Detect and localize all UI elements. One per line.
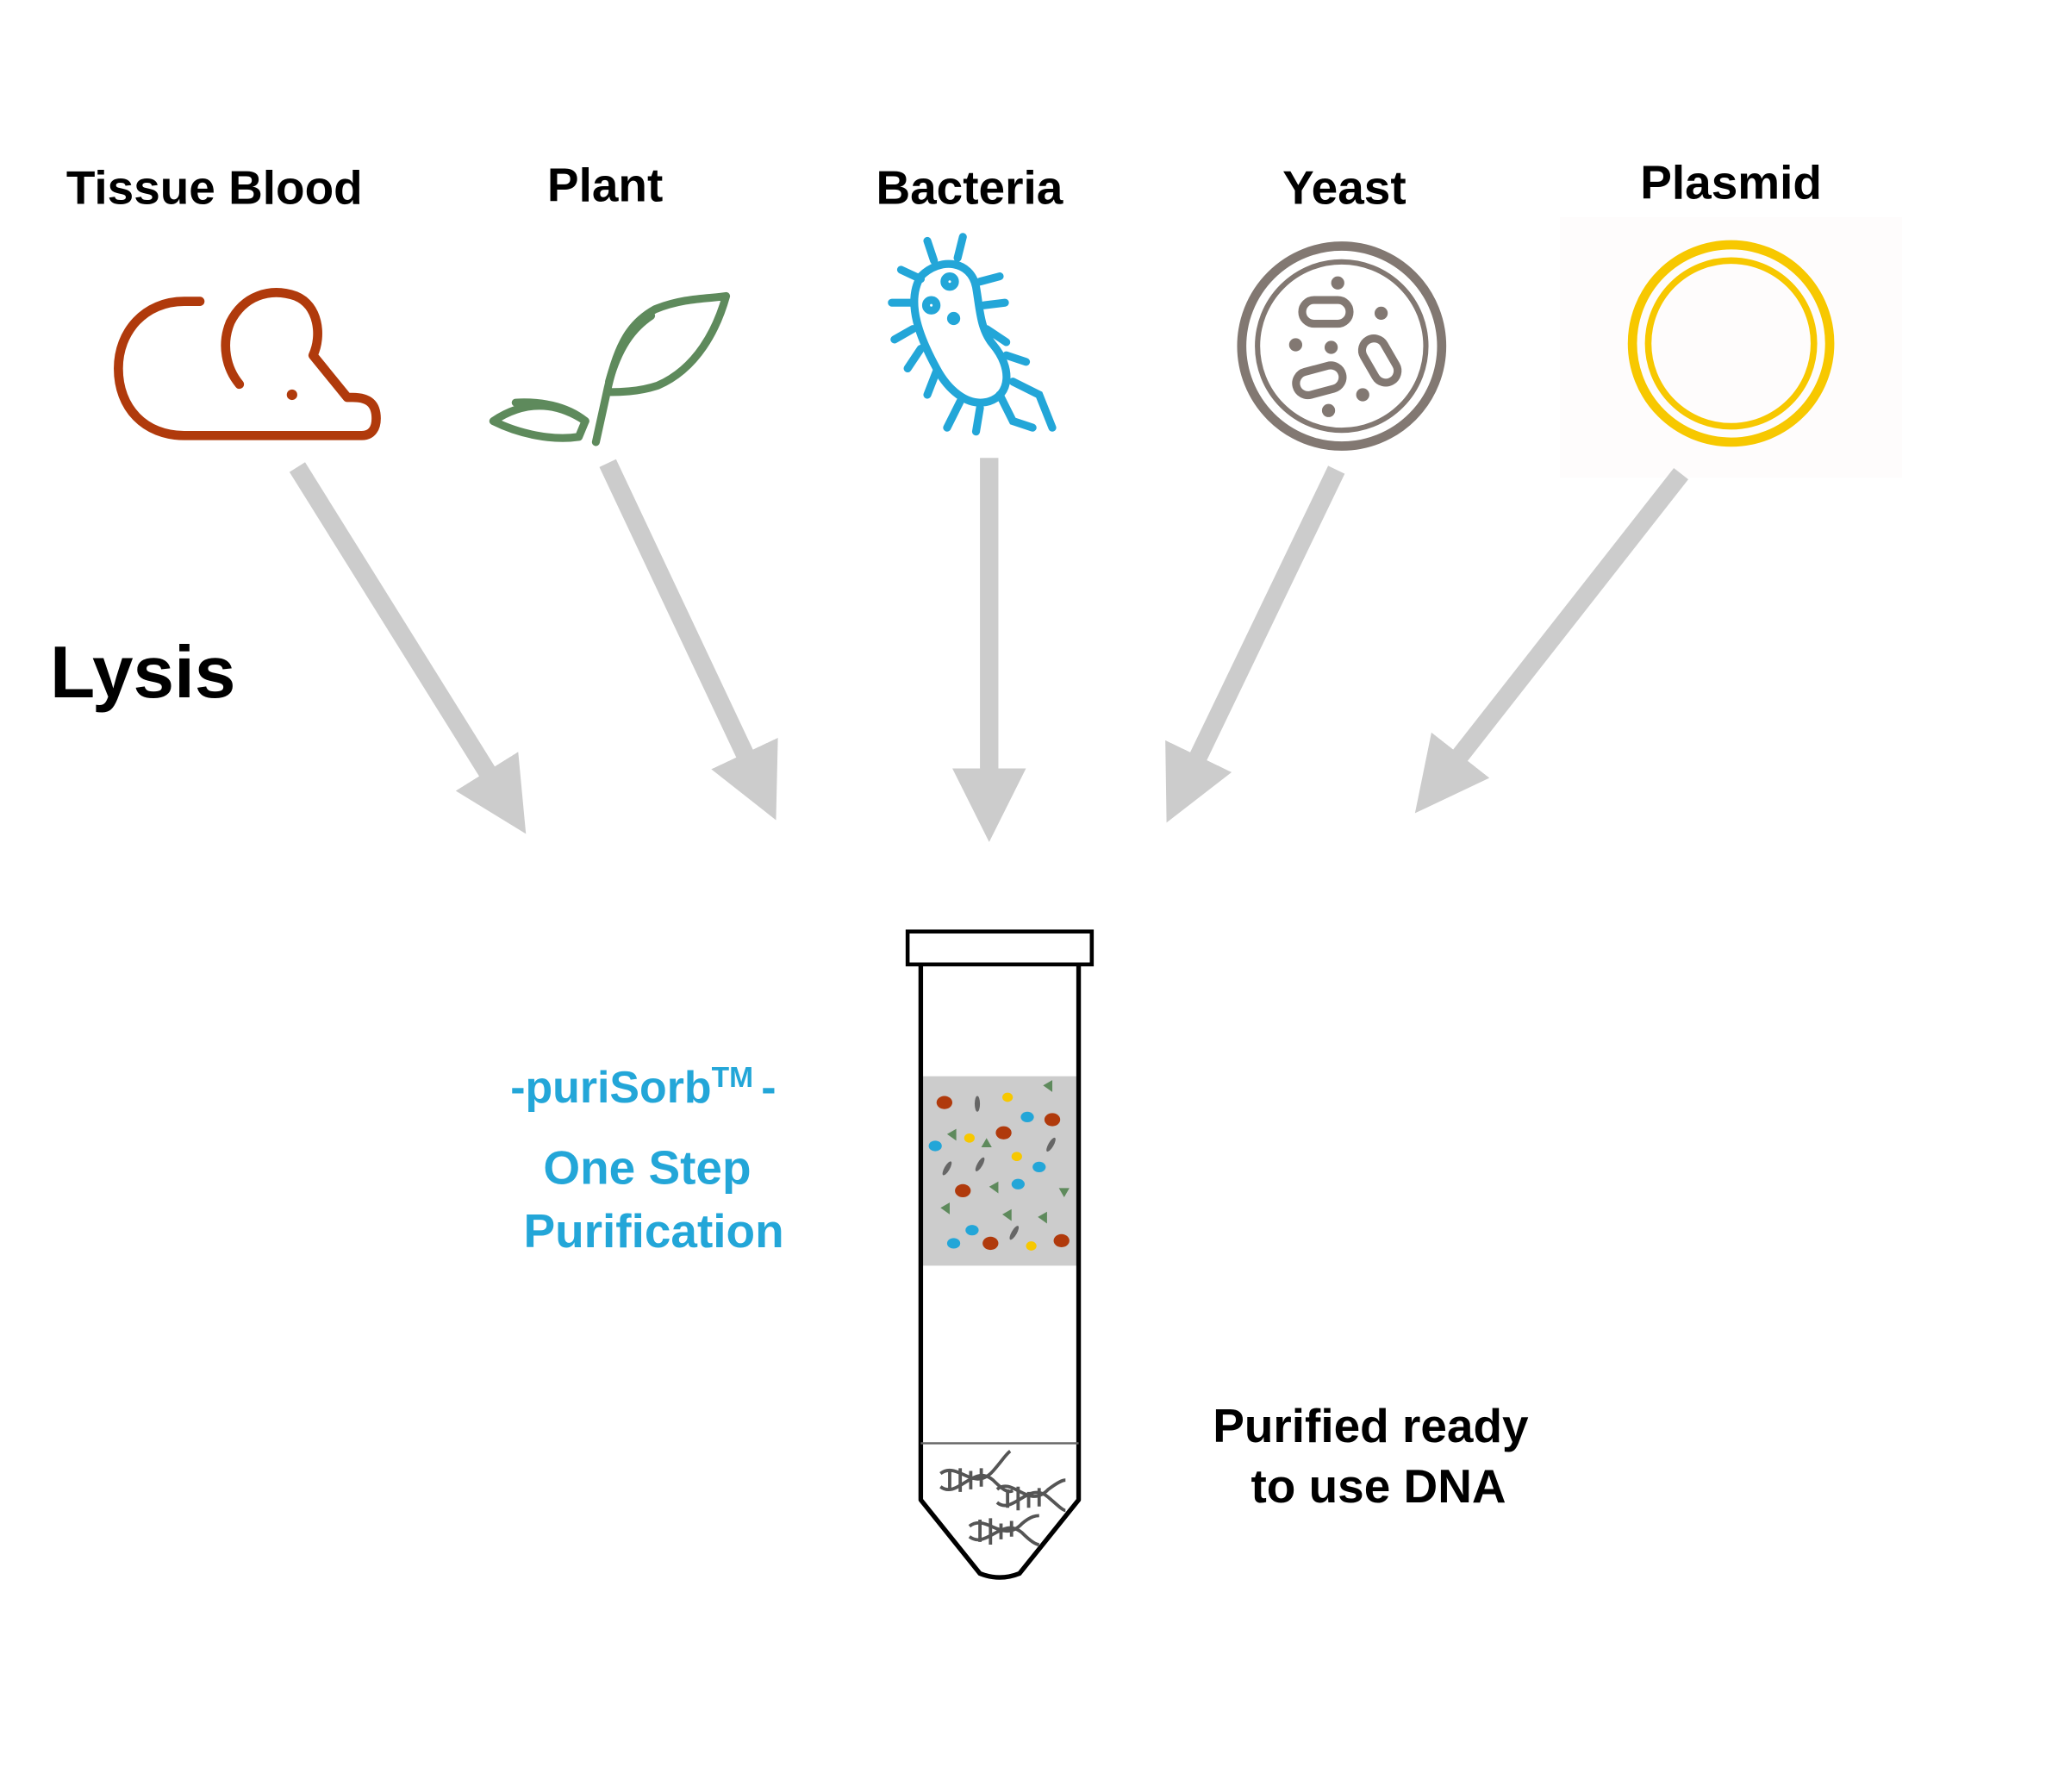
- product-label: -puriSorbTM- One Step Purification: [510, 1062, 783, 1258]
- source-label-plant: Plant: [547, 159, 663, 212]
- arrow-tissue-blood: [289, 462, 527, 834]
- arrow-plasmid: [1414, 467, 1688, 814]
- plasmid-ring-icon: [1560, 216, 1903, 478]
- arrow-yeast: [1165, 465, 1345, 823]
- product-line1: One Step: [543, 1141, 751, 1195]
- tube-cap: [905, 929, 1095, 967]
- contaminant-particles: [928, 1080, 1070, 1251]
- product-line2: Purification: [523, 1204, 783, 1258]
- dna-helix-icon: [939, 1450, 1066, 1546]
- spin-column-tube: [905, 929, 1095, 1580]
- arrow-plant: [599, 459, 778, 821]
- arrows: [289, 458, 1688, 842]
- svg-text:-puriSorbTM-: -puriSorbTM-: [510, 1062, 776, 1112]
- result-line2: to use DNA: [1251, 1459, 1506, 1513]
- lysis-label: Lysis: [50, 632, 235, 714]
- mouse-icon: [114, 288, 381, 440]
- product-name: -puriSorb: [510, 1062, 711, 1112]
- result-line1: Purified ready: [1213, 1399, 1529, 1452]
- leaf-icon: [489, 291, 731, 446]
- source-label-yeast: Yeast: [1282, 161, 1406, 215]
- product-dash: -: [761, 1062, 776, 1112]
- source-label-tissue-blood: Tissue Blood: [66, 161, 363, 215]
- trademark: TM: [712, 1062, 753, 1094]
- bacteria-icon: [888, 233, 1057, 436]
- petri-dish-icon: [1237, 241, 1447, 451]
- source-label-plasmid: Plasmid: [1640, 156, 1822, 209]
- source-label-bacteria: Bacteria: [876, 161, 1063, 215]
